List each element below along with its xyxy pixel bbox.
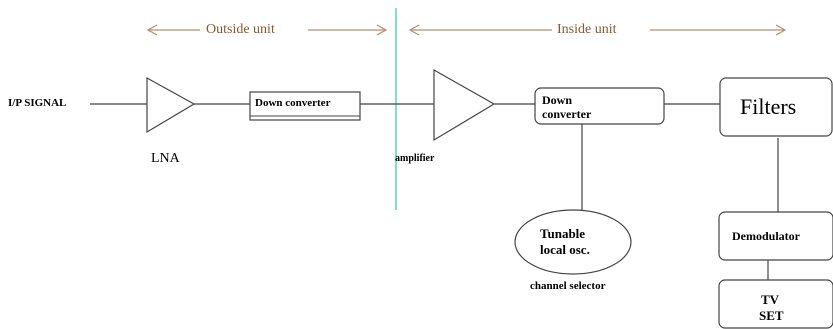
input-signal-label: I/P SIGNAL (8, 97, 67, 109)
channel-selector-label: channel selector (530, 280, 606, 292)
inside-unit-label: Inside unit (557, 22, 617, 37)
demodulator-box (718, 211, 833, 261)
lna-label: LNA (151, 151, 180, 166)
inside-unit-arrows (408, 24, 787, 36)
oscillator-line2: local osc. (540, 242, 590, 257)
signal-lines (90, 103, 779, 280)
demodulator-label: Demodulator (732, 229, 800, 243)
tv-set-line2: SET (759, 308, 784, 323)
outside-unit-label: Outside unit (206, 22, 275, 37)
oscillator-line1: Tunable (540, 226, 586, 241)
inside-down-converter-box (534, 87, 665, 125)
filters-label: Filters (740, 94, 797, 119)
tv-set-line1: TV (761, 292, 780, 307)
outside-down-converter-label: Down converter (255, 97, 331, 109)
amplifier-label: amplifier (395, 153, 435, 164)
filters-box (719, 77, 833, 137)
inside-amplifier-triangle (433, 68, 496, 142)
tunable-oscillator-ellipse (514, 209, 632, 275)
tv-set-box (718, 279, 833, 329)
outside-down-converter-box (249, 91, 361, 121)
inside-down-converter-line2: converter (542, 107, 592, 121)
inside-down-converter-line1: Down (542, 93, 573, 107)
outside-unit-arrows (146, 24, 388, 36)
lna-amplifier-triangle (146, 76, 196, 134)
